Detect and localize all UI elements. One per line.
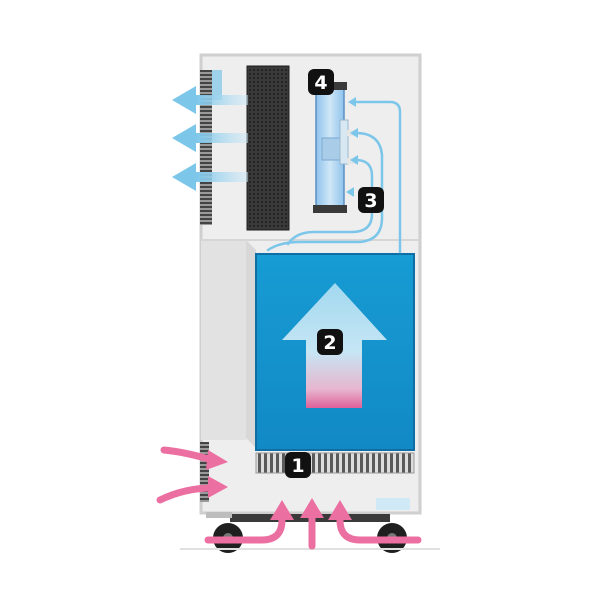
bottom-intake-arrowheads	[270, 498, 352, 520]
intake-grille	[255, 452, 415, 474]
status-light	[376, 498, 410, 510]
intake-air-arrow-icon	[204, 516, 286, 544]
side-intake-arrowheads	[206, 450, 228, 498]
housing-bevel	[246, 240, 256, 448]
outlet-vent-grille	[200, 70, 212, 225]
outlet-vent-highlight	[212, 70, 222, 100]
intake-air-arrow-icon	[336, 516, 422, 544]
side-intake-vent	[200, 442, 209, 502]
housing-left-side	[201, 240, 246, 440]
marker-4-label: 4	[314, 72, 327, 94]
intake-air-arrow-icon	[156, 484, 216, 504]
outlet-air-arrow-icon	[172, 124, 248, 152]
marker-3-label: 3	[364, 190, 377, 212]
marker-2-label: 2	[323, 332, 336, 354]
bottom-intake-arrows	[204, 514, 422, 550]
cool-air-ducts	[266, 100, 402, 254]
marker-3: 3	[358, 187, 384, 213]
marker-1: 1	[285, 452, 311, 478]
base-bar-left	[206, 512, 232, 518]
outlet-air-arrow-icon	[172, 86, 248, 114]
marker-1-label: 1	[291, 455, 304, 477]
carbon-mesh-filter	[246, 65, 290, 231]
outlet-air-arrow-icon	[172, 163, 248, 191]
marker-2: 2	[317, 329, 343, 355]
marker-4: 4	[308, 69, 334, 95]
outlet-air-arrows	[172, 86, 248, 191]
duct-arrowheads	[346, 97, 358, 197]
